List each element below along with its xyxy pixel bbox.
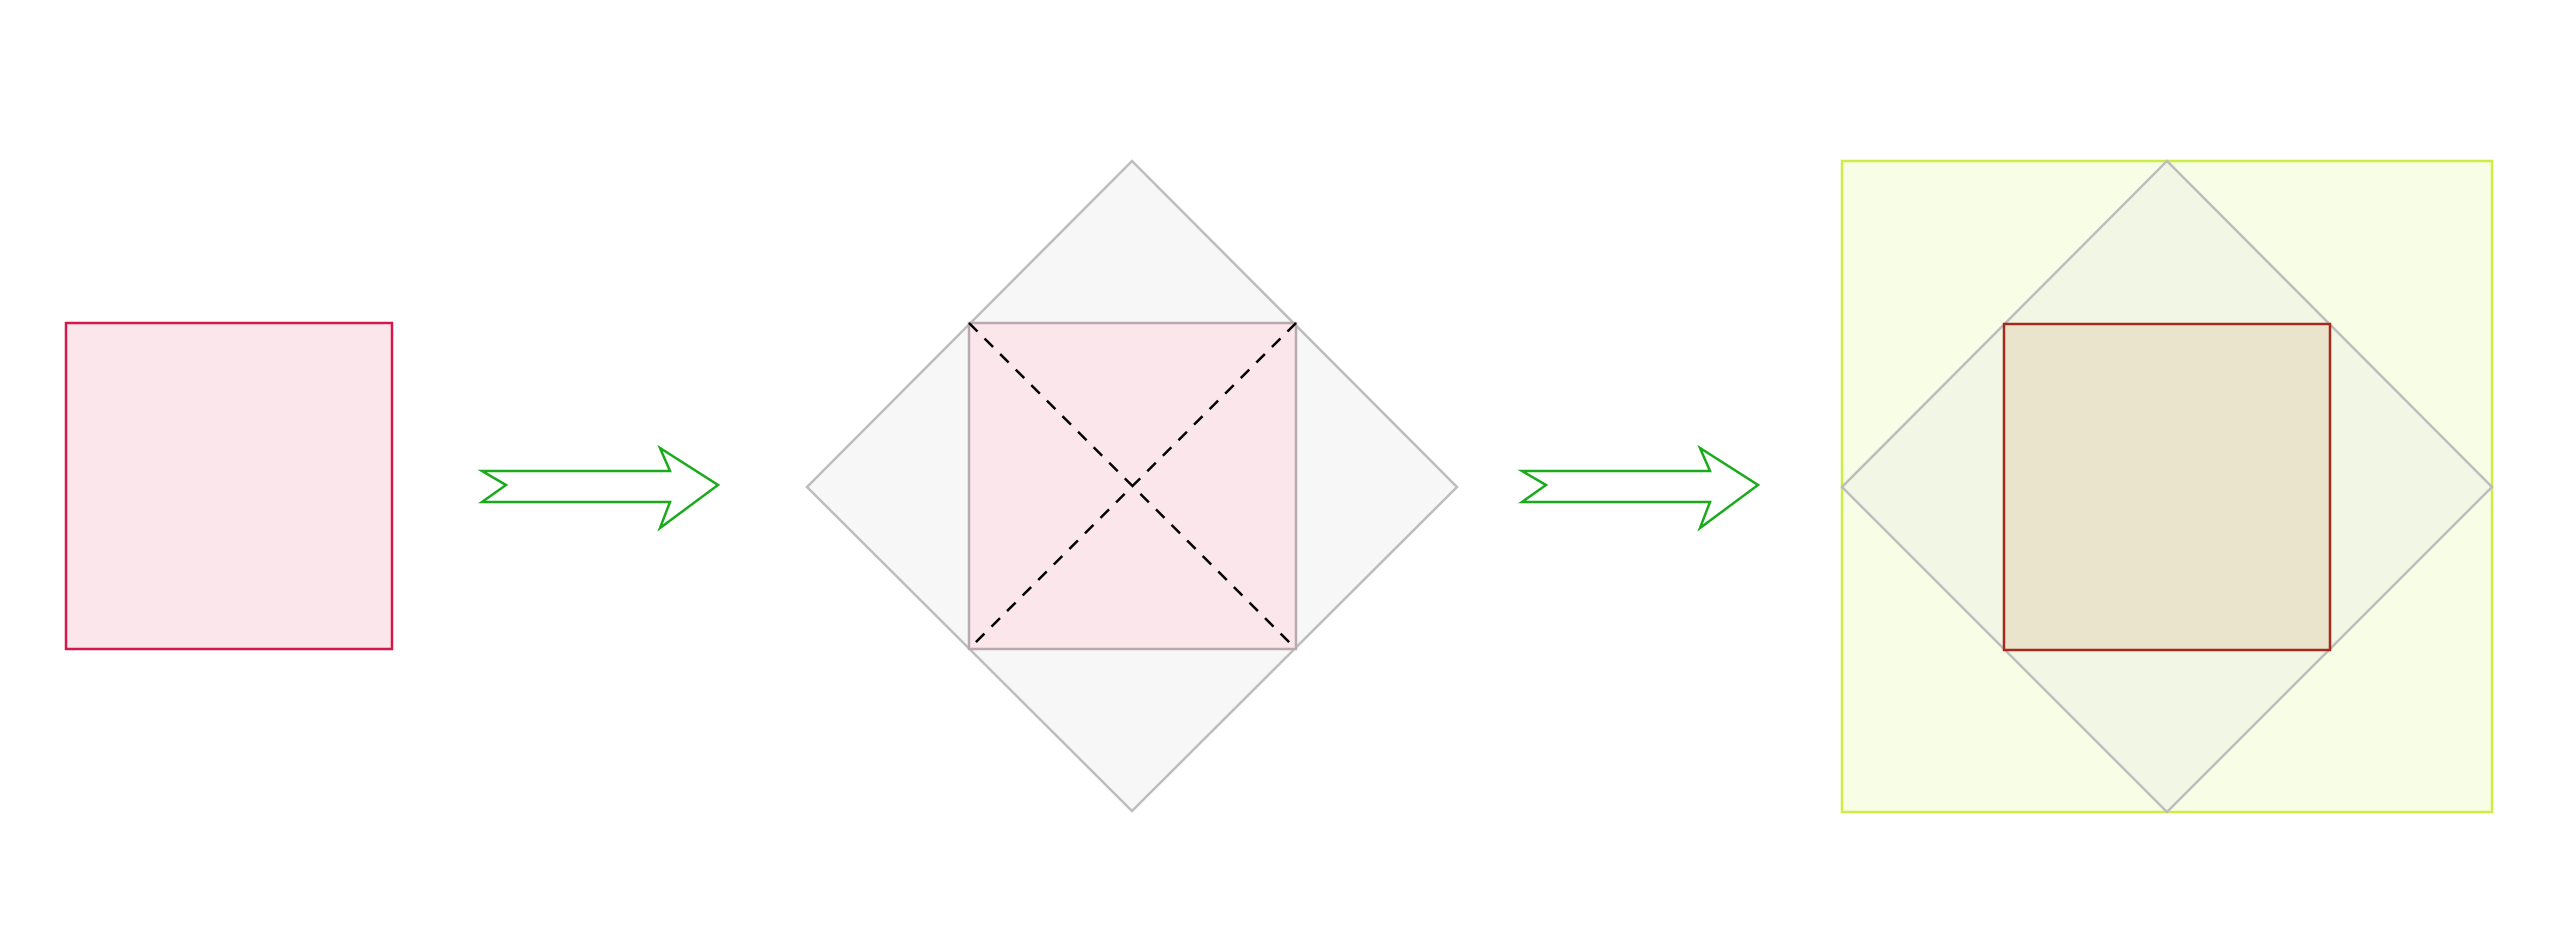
diagonal-line-2: [968, 322, 1297, 650]
right-arrow-icon: [1517, 444, 1761, 532]
step-2-square-in-diamond: [805, 159, 1459, 813]
step-1-square: [64, 321, 394, 651]
pink-square: [64, 321, 394, 651]
step-3-square-in-diamond-in-square: [1840, 159, 2494, 814]
right-arrow-icon: [477, 444, 721, 532]
center-square: [2002, 322, 2332, 652]
